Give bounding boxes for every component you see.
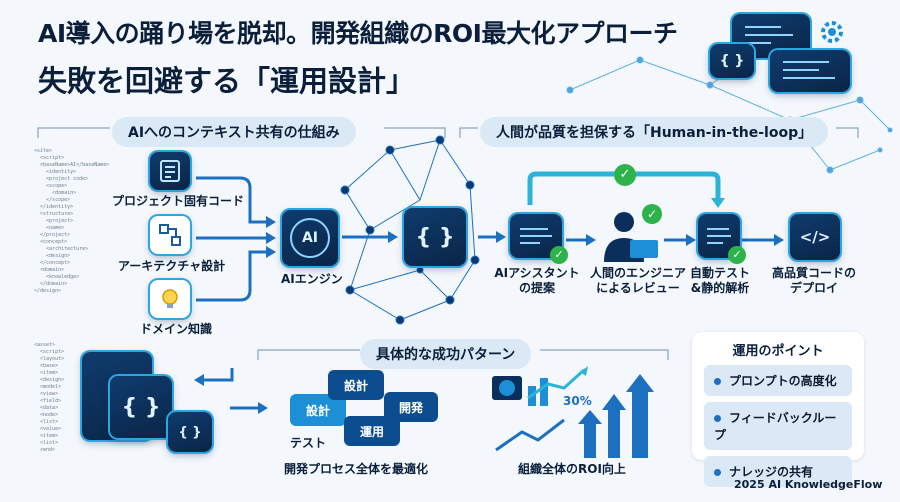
code-background-left: <site> <script> <baseName>AI</baseName> … [34,148,110,294]
architecture-tile [150,216,190,254]
process-caption: 開発プロセス全体を最適化 [284,462,429,476]
architecture-label: アーキテクチャ設計 [118,259,226,273]
code-tag-icon: </> [799,228,831,246]
ai-badge: AI [290,218,330,258]
code-monitor-right [770,50,850,92]
braces-icon-large: { } [121,394,161,420]
domain-tile [150,280,190,318]
engineer-icon [604,212,658,262]
gear-icon [821,21,843,43]
braces-icon: { } [415,224,455,250]
check-icon-tests: ✓ [728,246,746,264]
deploy-tile: </> [790,214,840,260]
project-code-tile [150,152,190,190]
puzzle-piece-ops: 運用 [344,416,400,446]
puzzle-test-label: テスト [290,436,327,450]
check-icon-assistant: ✓ [550,246,568,264]
point-item: ナレッジの共有 [704,456,852,487]
code-background-left-bottom: <asset> <script> <layout> <base> <item> … [34,342,65,453]
roi-chart-illustration [492,366,654,458]
assistant-label: AIアシスタント の提案 [494,266,580,295]
roi-caption: 組織全体のROI向上 [518,462,626,476]
point-item: プロンプトの高度化 [704,365,852,396]
page-subtitle: 失敗を回避する「運用設計」 [38,64,416,98]
monitor-small: { } [168,412,212,452]
architecture-icon [159,224,181,246]
braces-icon-small: { } [178,424,202,440]
code-braces-tile: { } [404,208,466,266]
section-patterns-label: 具体的な成功パターン [360,339,532,369]
point-item: フィードバックループ [704,402,852,450]
code-file-icon [160,160,180,182]
points-title: 運用のポイント [732,344,824,359]
monitor-main: { } [110,376,172,438]
human-label: 人間のエンジニア によるレビュー [589,266,686,295]
section-hitl-label: 人間が品質を担保する「Human-in-the-loop」 [480,117,829,147]
check-icon-engineer-top: ✓ [614,164,636,186]
puzzle-piece-design-top: 設計 [328,370,384,400]
roi-percent: 30% [563,394,592,408]
project-code-label: プロジェクト固有コード [112,194,245,208]
code-monitor-front: { } [710,44,754,78]
lightbulb-icon [162,289,178,308]
tests-label: 自動テスト &静的解析 [689,266,750,295]
ai-engine-label: AIエンジン [281,272,343,286]
points-panel: 運用のポイント プロンプトの高度化 フィードバックループ ナレッジの共有 [692,332,864,487]
page-title: AI導入の踊り場を脱却。開発組織のROI最大化アプローチ [38,19,678,48]
section-context-label: AIへのコンテキスト共有の仕組み [112,117,356,147]
tests-tile [698,214,740,258]
deploy-label: 高品質コードの デプロイ [771,266,856,295]
check-icon-engineer: ✓ [642,204,662,224]
domain-label: ドメイン知識 [140,322,213,336]
ai-engine-chip: AI [282,210,338,266]
footer-credit: 2025 AI KnowledgeFlow [734,478,883,491]
